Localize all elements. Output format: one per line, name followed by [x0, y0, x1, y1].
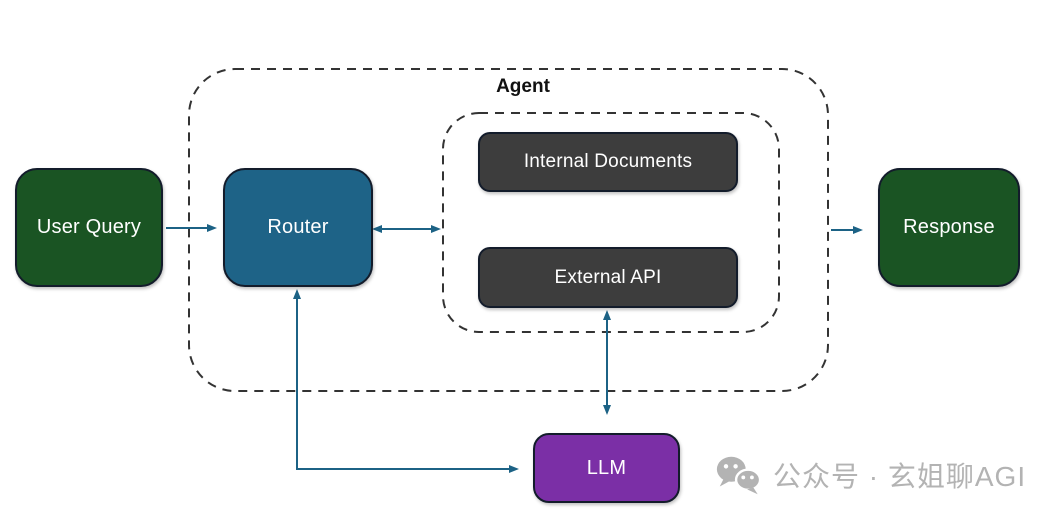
watermark-text: 公众号 · 玄姐聊AGI [773, 461, 1027, 492]
agent-boundary [188, 68, 829, 392]
router-node: Router [223, 168, 373, 287]
internal-documents-label: Internal Documents [523, 151, 693, 172]
user-query-node: User Query [15, 168, 163, 287]
arrow-router-llm-elbow [293, 289, 519, 473]
internal-documents-node: Internal Documents [478, 132, 738, 192]
tools-boundary [442, 112, 780, 333]
external-api-node: External API [478, 247, 738, 308]
response-node: Response [878, 168, 1020, 287]
llm-label: LLM [586, 456, 627, 479]
agent-group-title: Agent [496, 76, 550, 97]
external-api-label: External API [554, 266, 662, 288]
user-query-label: User Query [36, 216, 142, 238]
response-label: Response [903, 216, 995, 238]
router-label: Router [267, 216, 329, 238]
watermark: 公众号 · 玄姐聊AGI [714, 454, 1026, 496]
wechat-icon [716, 456, 762, 495]
llm-node: LLM [533, 433, 680, 503]
